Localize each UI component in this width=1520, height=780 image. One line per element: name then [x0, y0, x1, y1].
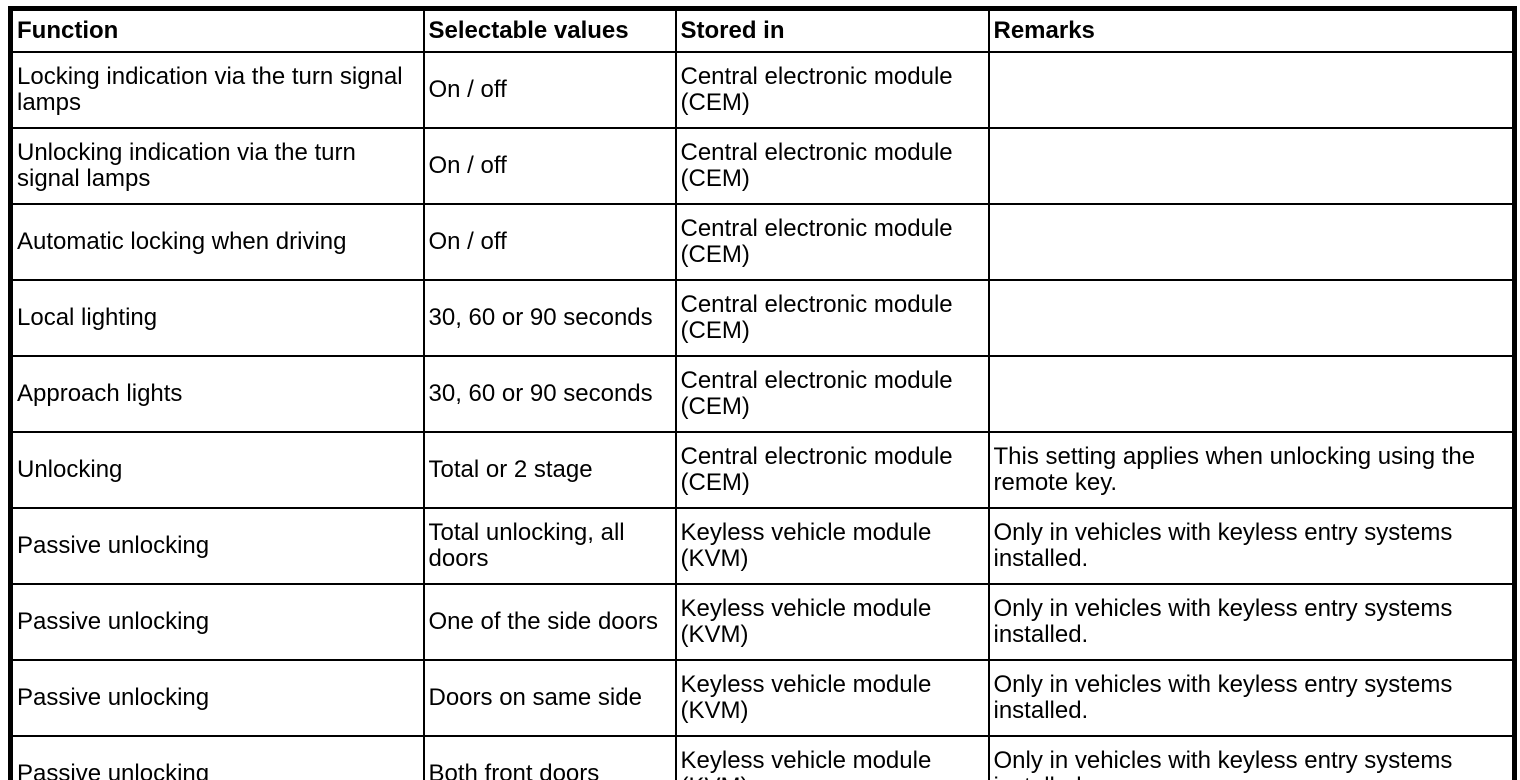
column-header-remarks: Remarks: [987, 7, 1516, 53]
cell-stored-in: Central electronic module (CEM): [674, 127, 990, 205]
cell-stored-in: Keyless vehicle module (KVM): [674, 659, 990, 737]
column-header-function: Function: [9, 7, 425, 53]
cell-selectable-values: Both front doors: [422, 735, 677, 780]
cell-remarks: This setting applies when unlocking usin…: [987, 431, 1516, 509]
vehicle-settings-table: Function Selectable values Stored in Rem…: [8, 6, 1517, 780]
cell-remarks: [987, 203, 1516, 281]
cell-remarks: [987, 279, 1516, 357]
cell-function: Passive unlocking: [9, 735, 425, 780]
table-row: Automatic locking when driving On / off …: [9, 203, 1516, 281]
cell-function: Passive unlocking: [9, 583, 425, 661]
cell-function: Approach lights: [9, 355, 425, 433]
cell-remarks: [987, 51, 1516, 129]
cell-selectable-values: On / off: [422, 51, 677, 129]
cell-remarks: Only in vehicles with keyless entry syst…: [987, 735, 1516, 780]
cell-selectable-values: 30, 60 or 90 seconds: [422, 279, 677, 357]
cell-selectable-values: One of the side doors: [422, 583, 677, 661]
cell-function: Passive unlocking: [9, 659, 425, 737]
table-row: Locking indication via the turn signal l…: [9, 51, 1516, 129]
cell-stored-in: Keyless vehicle module (KVM): [674, 507, 990, 585]
cell-selectable-values: On / off: [422, 127, 677, 205]
cell-stored-in: Central electronic module (CEM): [674, 203, 990, 281]
column-header-selectable-values: Selectable values: [422, 7, 677, 53]
table-row: Passive unlocking Total unlocking, all d…: [9, 507, 1516, 585]
cell-function: Locking indication via the turn signal l…: [9, 51, 425, 129]
table-body: Locking indication via the turn signal l…: [9, 51, 1516, 780]
cell-function: Local lighting: [9, 279, 425, 357]
cell-function: Automatic locking when driving: [9, 203, 425, 281]
cell-stored-in: Central electronic module (CEM): [674, 431, 990, 509]
cell-remarks: Only in vehicles with keyless entry syst…: [987, 583, 1516, 661]
column-header-stored-in: Stored in: [674, 7, 990, 53]
cell-function: Unlocking indication via the turn signal…: [9, 127, 425, 205]
cell-stored-in: Keyless vehicle module (KVM): [674, 735, 990, 780]
cell-stored-in: Central electronic module (CEM): [674, 51, 990, 129]
cell-remarks: [987, 355, 1516, 433]
cell-remarks: [987, 127, 1516, 205]
table-row: Approach lights 30, 60 or 90 seconds Cen…: [9, 355, 1516, 433]
cell-stored-in: Keyless vehicle module (KVM): [674, 583, 990, 661]
table-row: Local lighting 30, 60 or 90 seconds Cent…: [9, 279, 1516, 357]
cell-remarks: Only in vehicles with keyless entry syst…: [987, 507, 1516, 585]
table-row: Unlocking indication via the turn signal…: [9, 127, 1516, 205]
cell-stored-in: Central electronic module (CEM): [674, 279, 990, 357]
cell-remarks: Only in vehicles with keyless entry syst…: [987, 659, 1516, 737]
cell-selectable-values: Total or 2 stage: [422, 431, 677, 509]
cell-selectable-values: Doors on same side: [422, 659, 677, 737]
cell-function: Passive unlocking: [9, 507, 425, 585]
cell-selectable-values: 30, 60 or 90 seconds: [422, 355, 677, 433]
table-row: Passive unlocking Doors on same side Key…: [9, 659, 1516, 737]
cell-stored-in: Central electronic module (CEM): [674, 355, 990, 433]
table-header: Function Selectable values Stored in Rem…: [9, 7, 1516, 53]
table-row: Passive unlocking One of the side doors …: [9, 583, 1516, 661]
table-row: Unlocking Total or 2 stage Central elect…: [9, 431, 1516, 509]
cell-function: Unlocking: [9, 431, 425, 509]
table-row: Passive unlocking Both front doors Keyle…: [9, 735, 1516, 780]
cell-selectable-values: Total unlocking, all doors: [422, 507, 677, 585]
header-row: Function Selectable values Stored in Rem…: [9, 7, 1516, 53]
cell-selectable-values: On / off: [422, 203, 677, 281]
